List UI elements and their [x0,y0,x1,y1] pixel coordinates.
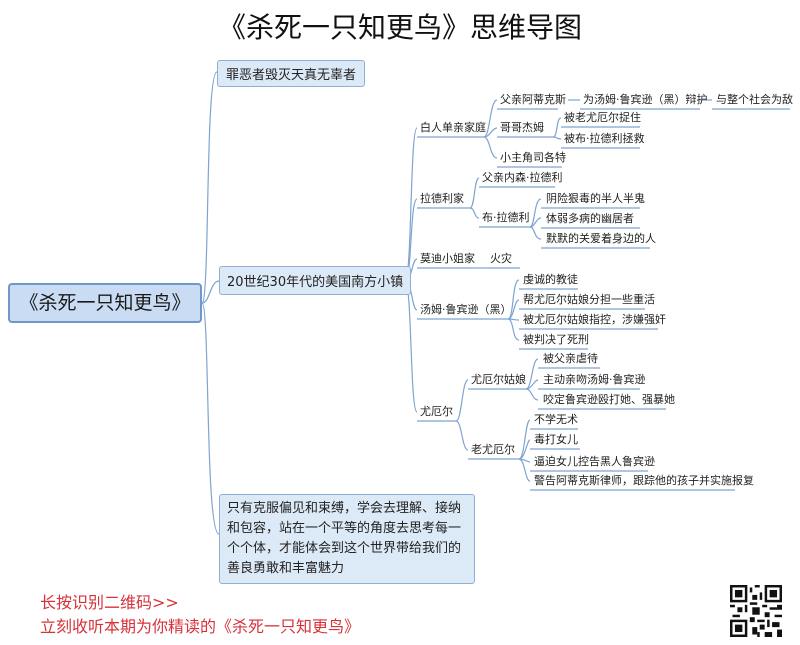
bob-trait-2-node: 毒打女儿 [534,433,578,446]
branch-setting-node: 20世纪30年代的美国南方小镇 [219,266,412,295]
bob-trait-3-node: 逼迫女儿控告黑人鲁宾逊 [534,455,655,468]
tom-trait-3-node: 被尤厄尔姑娘指控，涉嫌强奸 [523,313,666,326]
against-society-node: 与整个社会为敌 [716,93,793,106]
mayella-trait-2-node: 主动亲吻汤姆·鲁宾逊 [543,373,646,386]
bob-ewell-node: 老尤厄尔 [471,443,515,456]
bob-trait-1-node: 不学无术 [534,413,578,426]
mayella-node: 尤厄尔姑娘 [471,373,526,386]
branch-theme-node: 罪恶者毁灭天真无辜者 [217,60,366,87]
brother-jem-node: 哥哥杰姆 [500,121,544,134]
saved-by-boo-node: 被布·拉德利拯救 [564,132,645,145]
mayella-trait-1-node: 被父亲虐待 [543,352,598,365]
defend-tom-node: 为汤姆·鲁宾逊（黑）辩护 [583,93,708,106]
tom-robinson-node: 汤姆·鲁宾逊（黑） [420,303,512,316]
mayella-trait-3-node: 咬定鲁宾逊殴打她、强暴她 [543,393,675,406]
tom-trait-1-node: 虔诚的教徒 [523,273,578,286]
scout-node: 小主角司各特 [500,151,566,164]
father-atticus-node: 父亲阿蒂克斯 [500,93,566,106]
boo-radley-node: 布·拉德利 [482,211,530,224]
branch-conclusion-node: 只有克服偏见和束缚，学会去理解、接纳和包容，站在一个平等的角度去思考每一个个体，… [219,494,475,584]
tom-trait-4-node: 被判决了死刑 [523,333,589,346]
white-family-node: 白人单亲家庭 [420,121,486,134]
page-title: 《杀死一只知更鸟》思维导图 [217,11,582,44]
boo-trait-3-node: 默默的关爱着身边的人 [546,232,656,245]
radley-family-node: 拉德利家 [420,192,464,205]
ewell-family-node: 尤厄尔 [420,405,453,418]
qr-code-icon[interactable] [730,585,782,637]
root-node: 《杀死一只知更鸟》 [8,283,202,323]
boo-trait-1-node: 阴险狠毒的半人半鬼 [546,192,645,205]
fire-node: 火灾 [490,252,512,265]
boo-trait-2-node: 体弱多病的幽居者 [546,212,634,225]
promo-line-1: 长按识别二维码>> [40,593,179,612]
nathan-radley-node: 父亲内森·拉德利 [482,171,563,184]
promo-line-2: 立刻收听本期为你精读的《杀死一只知更鸟》 [40,617,361,636]
caught-by-ewell-node: 被老尤厄尔捉住 [564,111,641,124]
maudie-family-node: 莫迪小姐家 [420,252,475,265]
bob-trait-4-node: 警告阿蒂克斯律师，跟踪他的孩子并实施报复 [534,474,754,487]
tom-trait-2-node: 帮尤厄尔姑娘分担一些重活 [523,293,655,306]
